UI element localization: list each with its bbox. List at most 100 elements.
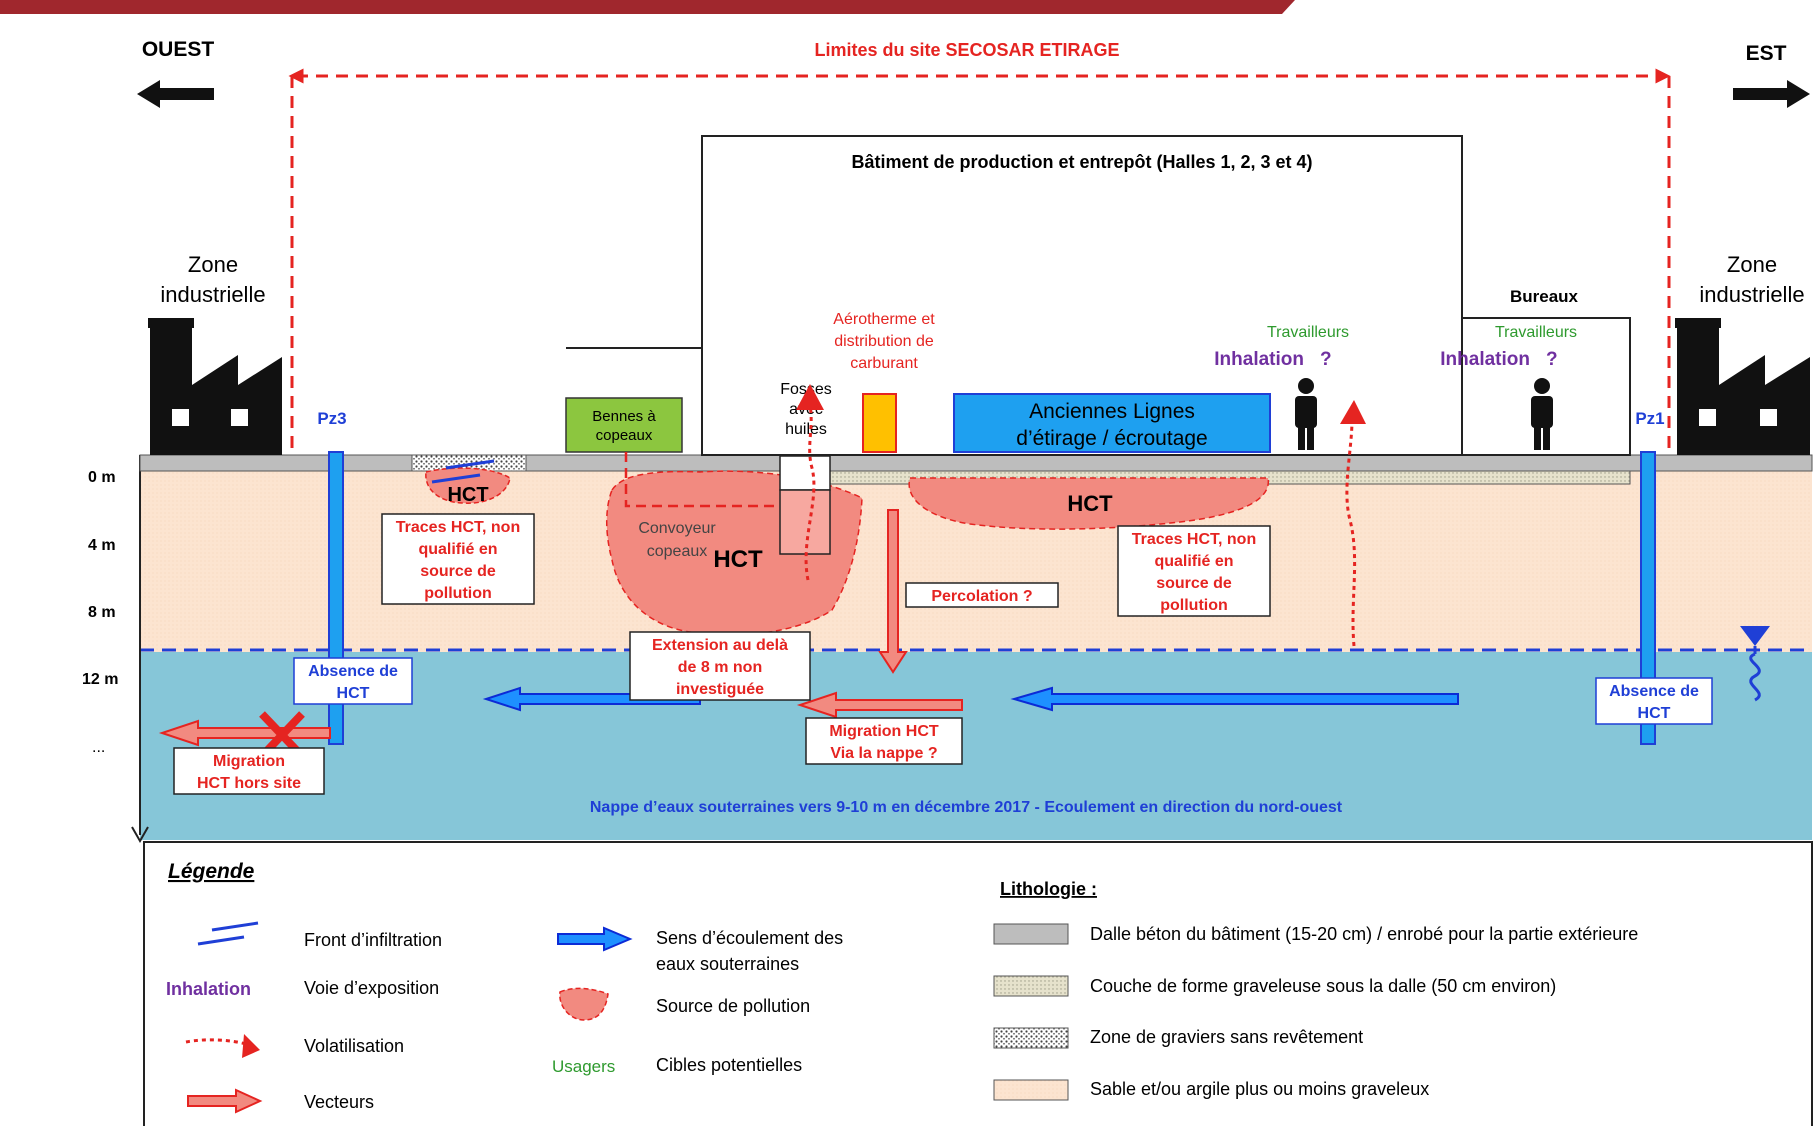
aquifer-caption: Nappe d’eaux souterraines vers 9-10 m en… xyxy=(590,799,1343,816)
building-title: Bâtiment de production et entrepôt (Hall… xyxy=(851,152,1312,172)
oil-pits-line1: Fosses xyxy=(780,381,832,398)
depth-8: 8 m xyxy=(88,604,116,621)
traces-left-line1: Traces HCT, non xyxy=(396,519,520,536)
zone-left-line1: Zone xyxy=(188,252,238,277)
zone-right-line1: Zone xyxy=(1727,252,1777,277)
migration-arrow-nappe xyxy=(796,691,963,719)
lithology-gravel-swatch xyxy=(993,1027,1069,1049)
legend-title: Légende xyxy=(168,860,255,883)
legend-infiltration-label: Front d’infiltration xyxy=(304,930,442,950)
traces-left-line4: pollution xyxy=(424,585,492,602)
legend-source-icon xyxy=(559,987,609,1021)
offices-title: Bureaux xyxy=(1510,287,1579,306)
legend-vectors-label: Vecteurs xyxy=(304,1092,374,1112)
lithology-foundation-label: Couche de forme graveleuse sous la dalle… xyxy=(1090,976,1556,996)
depth-more: ... xyxy=(92,739,105,756)
building-worker-route: Inhalation xyxy=(1214,349,1304,370)
lithology-slab-label: Dalle béton du bâtiment (15-20 cm) / enr… xyxy=(1090,924,1638,944)
factory-icon-right xyxy=(1675,318,1810,455)
office-worker-question: ? xyxy=(1546,349,1558,370)
traces-right-box: Traces HCT, non qualifié en source de po… xyxy=(1117,525,1271,617)
legend-targets-label: Cibles potentielles xyxy=(656,1055,802,1075)
office-worker-person-icon xyxy=(1531,378,1553,450)
hct-label-left: HCT xyxy=(447,484,488,506)
volatilisation-water-table xyxy=(1345,419,1357,647)
legend-users-sample: Usagers xyxy=(552,1057,615,1076)
extension-box: Extension au delà de 8 m non investiguée xyxy=(629,631,811,701)
legend-volatilisation-head-icon xyxy=(242,1034,260,1058)
oil-pits-line3: huiles xyxy=(785,421,827,438)
east-arrow-icon xyxy=(1733,80,1810,108)
traces-left-box: Traces HCT, non qualifié en source de po… xyxy=(381,513,535,605)
pollution-source-left xyxy=(425,467,511,504)
volatilisation-oil-pits-head-icon xyxy=(796,384,824,410)
oil-pit-upper xyxy=(779,455,831,491)
aquifer-layer xyxy=(140,652,1812,840)
migration-offsite-box: Migration HCT hors site xyxy=(173,747,325,795)
aerotherme-line3: carburant xyxy=(850,355,918,372)
traces-left-line2: qualifié en xyxy=(418,541,497,558)
hct-label-central: HCT xyxy=(713,546,763,573)
chip-bins-line1: Bennes à xyxy=(592,408,656,425)
hct-label-lines: HCT xyxy=(1067,491,1113,516)
legend-volatilisation-icon xyxy=(185,1038,247,1046)
absence-left-line2: HCT xyxy=(337,685,370,702)
groundwater-flow-arrow-2 xyxy=(1010,686,1459,712)
migration-nappe-line2: Via la nappe ? xyxy=(830,745,937,762)
legend-exposure-sample: Inhalation xyxy=(166,979,251,999)
depth-0: 0 m xyxy=(88,469,116,486)
infiltration-front-a xyxy=(431,473,481,484)
legend-flow-line2: eaux souterraines xyxy=(656,954,799,974)
header-brand-bar xyxy=(0,0,1295,14)
legend-flow-line1: Sens d’écoulement des xyxy=(656,928,843,948)
migration-offsite-line1: Migration xyxy=(213,753,285,770)
absence-left-line1: Absence de xyxy=(308,663,398,680)
drawing-lines-machine xyxy=(953,393,1271,453)
extension-line2: de 8 m non xyxy=(678,659,762,676)
aerotherme-unit xyxy=(862,393,897,453)
pz1-label: Pz1 xyxy=(1635,409,1664,428)
legend-flow-icon xyxy=(557,926,633,952)
east-label: EST xyxy=(1746,42,1787,65)
site-limits-label: Limites du site SECOSAR ETIRAGE xyxy=(814,40,1119,60)
depth-4: 4 m xyxy=(88,537,116,554)
legend-vector-icon xyxy=(187,1088,263,1114)
office-worker-route: Inhalation xyxy=(1440,349,1530,370)
oil-pit-lower xyxy=(779,489,831,555)
absence-left-box: Absence de HCT xyxy=(293,657,413,705)
legend-infiltration-icon-b xyxy=(211,921,259,932)
migration-arrow-offsite xyxy=(158,719,331,747)
lithology-foundation-swatch xyxy=(993,975,1069,997)
building-worker-question: ? xyxy=(1320,349,1332,370)
building-worker-person-icon xyxy=(1295,378,1317,450)
migration-nappe-box: Migration HCT Via la nappe ? xyxy=(805,717,963,765)
drawing-lines-line1: Anciennes Lignes xyxy=(1029,400,1195,423)
volatilisation-oil-pits xyxy=(804,404,816,581)
traces-right-line3: source de xyxy=(1156,575,1232,592)
zone-left-line2: industrielle xyxy=(160,282,265,307)
conveyor-line1: Convoyeur xyxy=(638,520,716,537)
migration-offsite-line2: HCT hors site xyxy=(197,775,301,792)
pz3-label: Pz3 xyxy=(317,409,346,428)
legend-exposure-label: Voie d’exposition xyxy=(304,978,439,998)
pz1-well xyxy=(1640,451,1656,745)
absence-right-line1: Absence de xyxy=(1609,683,1699,700)
zone-right-line2: industrielle xyxy=(1699,282,1804,307)
percolation-arrow xyxy=(878,509,908,674)
extension-line3: investiguée xyxy=(676,681,764,698)
chip-bins-line2: copeaux xyxy=(596,427,653,444)
west-label: OUEST xyxy=(142,38,215,61)
lithology-slab-swatch xyxy=(993,923,1069,945)
factory-icon-left xyxy=(148,318,282,455)
lithology-gravel-label: Zone de graviers sans revêtement xyxy=(1090,1027,1363,1047)
legend-volatilisation-label: Volatilisation xyxy=(304,1036,404,1056)
extension-line1: Extension au delà xyxy=(652,637,788,654)
aerotherme-line1: Aérotherme et xyxy=(833,311,935,328)
office-worker-label: Travailleurs xyxy=(1495,324,1577,341)
traces-right-line2: qualifié en xyxy=(1154,553,1233,570)
lithology-title: Lithologie : xyxy=(1000,879,1097,899)
west-arrow-icon xyxy=(137,80,214,108)
legend-box xyxy=(143,841,1813,1131)
